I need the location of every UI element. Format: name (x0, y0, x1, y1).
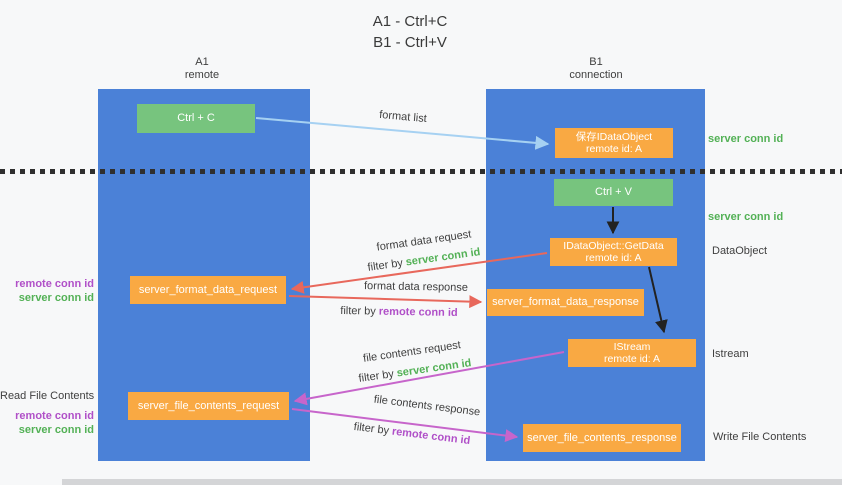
node-ctrl-v: Ctrl + V (554, 179, 673, 206)
diagram-title: A1 - Ctrl+C B1 - Ctrl+V (373, 11, 448, 53)
title-line-2: B1 - Ctrl+V (373, 34, 447, 51)
annotation-server-conn-id-1: server conn id (18, 292, 94, 304)
node-save-idataobject-line2: remote id: A (585, 143, 643, 155)
annotation-remote-conn-id-2: remote conn id (15, 410, 94, 422)
format-data-response-arrow (288, 295, 483, 309)
node-getdata-line1: IDataObject::GetData (563, 239, 664, 252)
node-format-request-label: server_format_data_request (138, 283, 278, 296)
filter-by-text-3: filter by (357, 368, 395, 385)
node-file-response-label: server_file_contents_response (527, 431, 677, 444)
filter-value-remote-conn-id-2: remote conn id (391, 425, 471, 448)
lane-b1-role: connection (569, 69, 623, 81)
node-server-file-contents-request: server_file_contents_request (128, 392, 289, 420)
annotation-remote-conn-id-1: remote conn id (15, 278, 94, 290)
node-save-idataobject-line1: 保存IDataObject (575, 130, 653, 143)
lane-b1-name: B1 (589, 56, 603, 68)
node-getdata-line2: remote id: A (585, 252, 642, 264)
label-format-list: format list (378, 108, 428, 126)
node-file-request-label: server_file_contents_request (137, 399, 280, 412)
boundary-dashed-line (0, 169, 842, 174)
filter-value-server-conn-id-1: server conn id (404, 246, 482, 269)
annotation-dataobject: DataObject (712, 245, 768, 257)
filter-value-remote-conn-id-1: remote conn id (378, 305, 458, 320)
node-save-idataobject: 保存IDataObject remote id: A (555, 128, 673, 158)
filter-by-text-1: filter by (366, 257, 404, 274)
annotation-istream: Istream (712, 348, 749, 360)
node-server-format-data-response: server_format_data_response (487, 289, 644, 316)
node-istream-line1: IStream (613, 340, 651, 353)
lane-header-b1: B1 connection (569, 56, 622, 82)
node-istream-line2: remote id: A (603, 353, 661, 365)
title-line-1: A1 - Ctrl+C (372, 13, 448, 30)
node-format-response-label: server_format_data_response (492, 296, 639, 308)
node-istream: IStream remote id: A (568, 339, 696, 367)
label-file-contents-response: file contents response (373, 393, 481, 419)
node-ctrl-c: Ctrl + C (137, 104, 255, 133)
annotation-server-conn-id-top: server conn id (708, 133, 784, 145)
node-ctrl-v-label: Ctrl + V (595, 186, 632, 198)
node-server-format-data-request: server_format_data_request (130, 276, 286, 304)
lane-a1-name: A1 (195, 56, 209, 68)
window-bottom-edge (62, 479, 842, 485)
lane-a1-role: remote (184, 69, 220, 81)
annotation-read-file-contents: Read File Contents (0, 390, 95, 402)
annotation-write-file-contents: Write File Contents (713, 431, 807, 443)
node-idataobject-getdata: IDataObject::GetData remote id: A (550, 238, 677, 266)
lane-header-a1: A1 remote (185, 56, 219, 82)
node-ctrl-c-label: Ctrl + C (177, 112, 215, 124)
annotation-server-conn-id-mid: server conn id (708, 211, 784, 223)
filter-by-text-2: filter by (340, 304, 376, 318)
filter-by-text-4: filter by (353, 420, 390, 438)
annotation-server-conn-id-2: server conn id (18, 424, 94, 436)
label-format-data-response: format data response (363, 280, 469, 294)
node-server-file-contents-response: server_file_contents_response (523, 424, 681, 452)
filter-value-server-conn-id-2: server conn id (395, 357, 473, 380)
